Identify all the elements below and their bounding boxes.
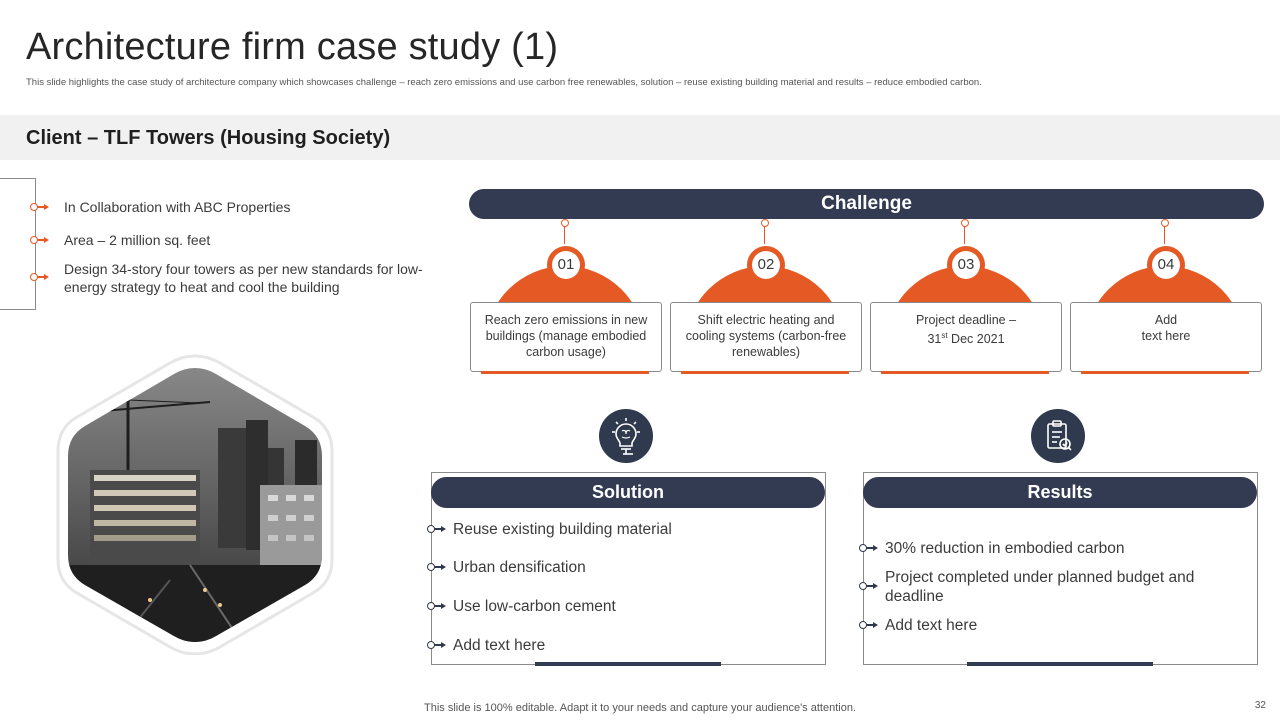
client-info-item: Area – 2 million sq. feet	[64, 232, 211, 248]
arrow-bullet-icon	[859, 582, 878, 590]
challenge-number: 01	[552, 251, 580, 279]
client-info-item: In Collaboration with ABC Properties	[64, 199, 291, 215]
results-underline	[967, 662, 1153, 666]
challenge-card: 04 Add text here	[1069, 219, 1262, 379]
challenge-number: 04	[1152, 251, 1180, 279]
results-item: 30% reduction in embodied carbon	[885, 540, 1125, 557]
challenge-text: Reach zero emissions in new buildings (m…	[470, 302, 662, 372]
solution-item: Use low-carbon cement	[453, 598, 616, 615]
challenge-text: Project deadline – 31st Dec 2021	[870, 302, 1062, 372]
slide-subtitle: This slide highlights the case study of …	[26, 77, 982, 88]
arrow-bullet-icon	[427, 641, 446, 649]
solution-item: Urban densification	[453, 559, 586, 576]
solution-heading: Solution	[431, 477, 825, 508]
results-item: Add text here	[885, 617, 978, 634]
results-heading: Results	[863, 477, 1257, 508]
arrow-bullet-icon	[427, 602, 446, 610]
challenge-card: 02 Shift electric heating and cooling sy…	[669, 219, 862, 379]
arrow-bullet-icon	[859, 621, 878, 629]
client-info-item: Design 34-story four towers as per new s…	[64, 261, 423, 295]
clipboard-check-icon	[1031, 409, 1085, 463]
arrow-bullet-icon	[427, 525, 446, 533]
brain-bulb-icon	[599, 409, 653, 463]
challenge-text: Shift electric heating and cooling syste…	[670, 302, 862, 372]
arrow-bullet-icon	[427, 563, 446, 571]
challenge-card: 01 Reach zero emissions in new buildings…	[469, 219, 662, 379]
building-photo	[50, 350, 340, 656]
footer-note: This slide is 100% editable. Adapt it to…	[424, 702, 856, 714]
arrow-bullet-icon	[30, 236, 49, 244]
challenge-number: 03	[952, 251, 980, 279]
challenge-card: 03 Project deadline – 31st Dec 2021	[869, 219, 1062, 379]
results-item: Project completed under planned budget a…	[885, 569, 1195, 605]
client-band	[0, 115, 1280, 160]
solution-item: Reuse existing building material	[453, 521, 672, 538]
challenge-text: Add text here	[1070, 302, 1262, 372]
arrow-bullet-icon	[30, 203, 49, 211]
slide-title: Architecture firm case study (1)	[26, 26, 559, 68]
arrow-bullet-icon	[859, 544, 878, 552]
challenge-heading: Challenge	[469, 189, 1264, 219]
challenge-number: 02	[752, 251, 780, 279]
arrow-bullet-icon	[30, 273, 49, 281]
page-number: 32	[1254, 700, 1266, 711]
client-title: Client – TLF Towers (Housing Society)	[26, 127, 391, 149]
solution-underline	[535, 662, 721, 666]
client-bracket	[0, 178, 36, 310]
solution-item: Add text here	[453, 637, 546, 654]
